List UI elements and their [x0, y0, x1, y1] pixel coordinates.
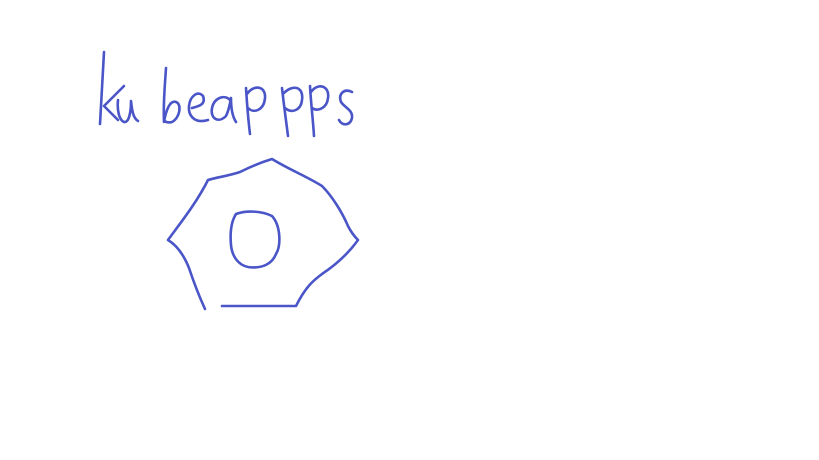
letter-a: [210, 95, 238, 124]
letter-b: [162, 66, 181, 124]
letter-u: [116, 98, 140, 124]
letter-k-arm: [102, 84, 126, 122]
handwritten-word: [98, 50, 354, 138]
letter-k-stem: [98, 50, 106, 126]
letter-p-3: [308, 84, 330, 138]
hexagon-logo-sketch: [166, 157, 360, 311]
letter-e: [187, 92, 210, 123]
hexagon-outline: [166, 157, 360, 311]
letter-p-1: [244, 86, 267, 136]
letter-p-2: [280, 86, 304, 138]
letter-s: [337, 89, 354, 126]
inner-ring: [229, 210, 281, 269]
